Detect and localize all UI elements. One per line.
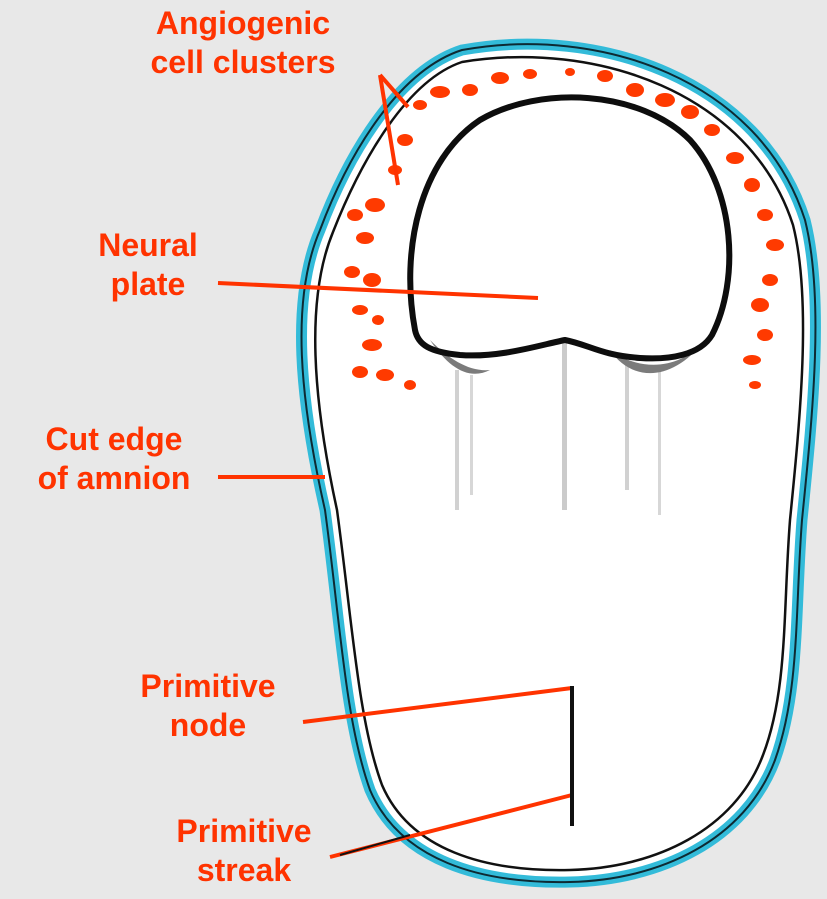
neural-plate-outline [410,97,729,358]
cut-edge-line2: of amnion [4,459,224,498]
label-primitive-streak: Primitive streak [134,812,354,890]
neural-plate-line1: Neural [68,226,228,265]
primitive-streak-line2: streak [134,851,354,890]
label-angiogenic-cell-clusters: Angiogenic cell clusters [108,4,378,82]
primitive-streak-line1: Primitive [134,812,354,851]
label-neural-plate: Neural plate [68,226,228,304]
primitive-node-line1: Primitive [98,667,318,706]
primitive-node-line2: node [98,706,318,745]
angiogenic-line1: Angiogenic [108,4,378,43]
angiogenic-line2: cell clusters [108,43,378,82]
cut-edge-line1: Cut edge [4,420,224,459]
label-primitive-node: Primitive node [98,667,318,745]
neural-plate-line2: plate [68,265,228,304]
label-cut-edge-of-amnion: Cut edge of amnion [4,420,224,498]
